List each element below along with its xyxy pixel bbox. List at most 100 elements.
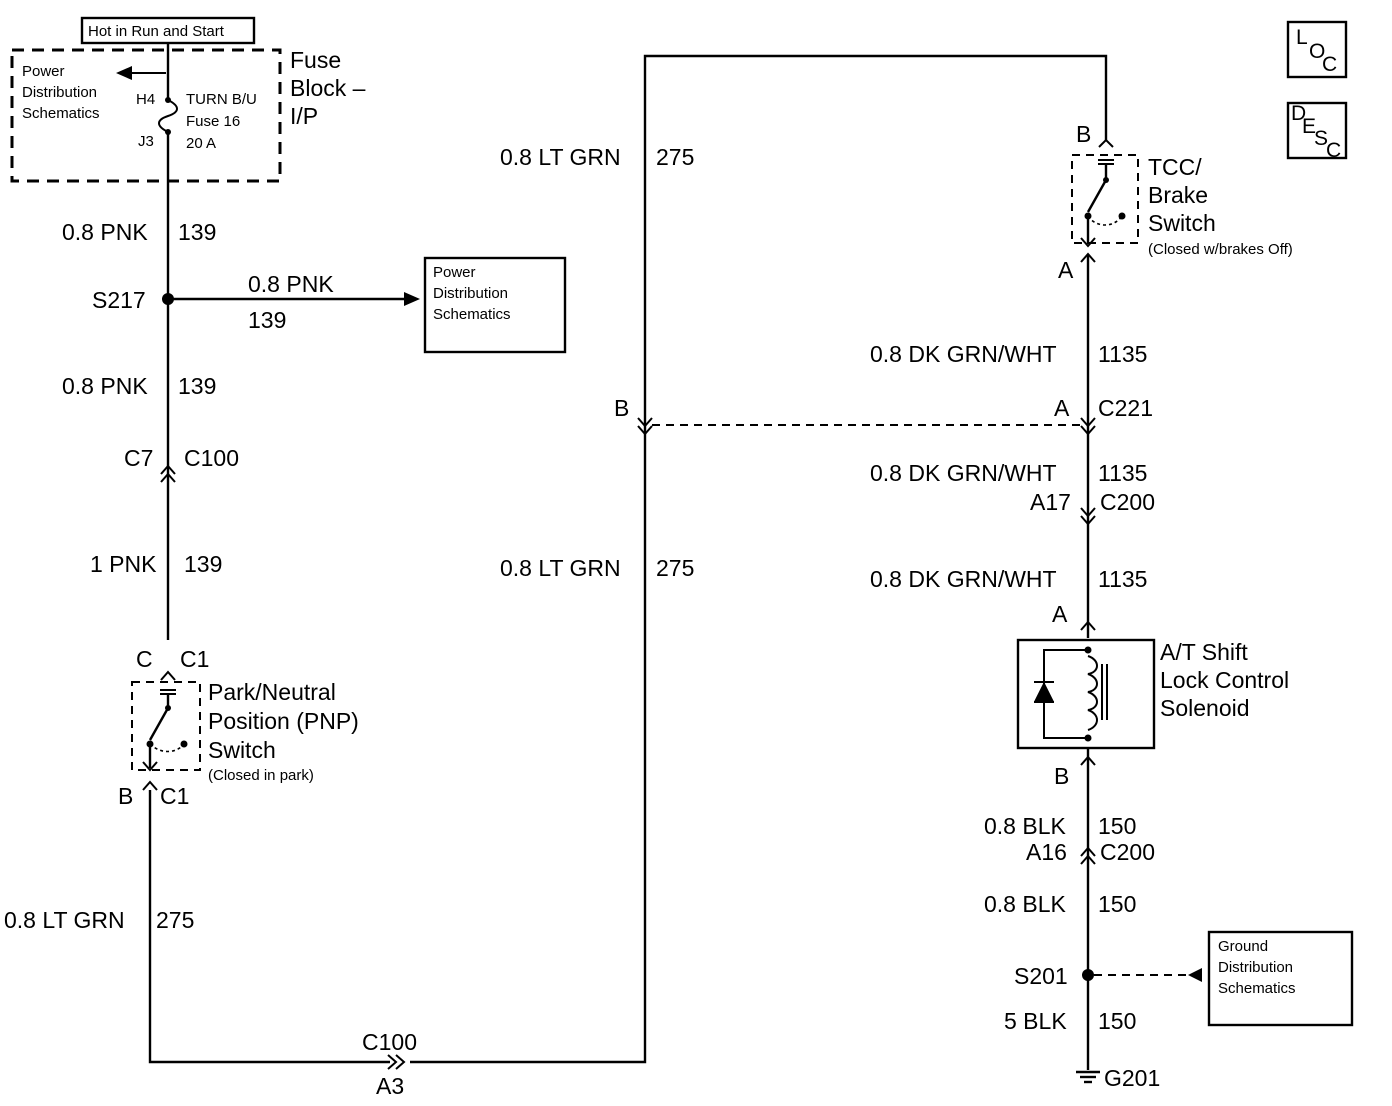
right-wire: 0.8 DK GRN/WHT 1135 A C221 0.8 DK GRN/WH… [870,254,1155,638]
svg-text:139: 139 [178,219,216,245]
connector-c200-icon [1080,507,1096,526]
svg-text:C: C [136,646,153,672]
svg-text:C100: C100 [184,445,239,471]
svg-text:S: S [1314,127,1328,150]
svg-text:E: E [1302,115,1316,138]
svg-text:150: 150 [1098,891,1136,917]
switch-blade-icon [148,707,170,741]
svg-text:Solenoid: Solenoid [1160,695,1250,721]
svg-text:A16: A16 [1026,839,1067,865]
svg-text:J3: J3 [138,133,154,150]
left-wire: 0.8 PNK 139 S217 0.8 PNK 139 0.8 PNK 139… [62,43,420,640]
svg-text:(Closed w/brakes Off): (Closed w/brakes Off) [1148,241,1293,258]
svg-text:1 PNK: 1 PNK [90,551,157,577]
desc-icon[interactable]: D E S C [1286,101,1348,162]
svg-text:1135: 1135 [1098,460,1147,486]
svg-text:Distribution: Distribution [1218,959,1293,976]
svg-text:A: A [1052,601,1068,627]
svg-text:O: O [1309,40,1325,63]
svg-text:0.8 PNK: 0.8 PNK [62,219,148,245]
svg-text:Distribution: Distribution [22,84,97,101]
hot-label-box: Hot in Run and Start [80,16,256,45]
tcc-switch-blade-icon [1086,179,1108,213]
right-bottom-wire: B 0.8 BLK 150 A16 C200 0.8 BLK 150 S201 … [984,748,1202,1091]
svg-text:TCC/: TCC/ [1148,154,1202,180]
svg-text:275: 275 [656,144,694,170]
svg-text:A: A [1058,257,1074,283]
svg-text:Schematics: Schematics [1218,980,1296,997]
svg-text:1135: 1135 [1098,341,1147,367]
connector-c100-bottom-icon [387,1054,406,1070]
svg-text:A3: A3 [376,1073,404,1099]
svg-text:B: B [614,395,629,421]
ground-arrow-icon [1188,968,1202,982]
svg-text:0.8 BLK: 0.8 BLK [984,813,1066,839]
svg-text:(Closed in park): (Closed in park) [208,767,314,784]
svg-text:139: 139 [248,307,286,333]
connector-c100-icon [160,464,176,483]
branch-arrow-icon [404,292,420,306]
svg-text:5 BLK: 5 BLK [1004,1008,1067,1034]
svg-text:D: D [1291,102,1306,125]
svg-text:Lock Control: Lock Control [1160,667,1289,693]
ground-distribution-box[interactable]: Ground Distribution Schematics [1207,930,1354,1027]
svg-text:Brake: Brake [1148,182,1208,208]
svg-text:20 A: 20 A [186,135,216,152]
svg-text:139: 139 [178,373,216,399]
connector-c221-icon [1080,417,1096,436]
svg-text:Switch: Switch [1148,210,1216,236]
svg-text:A: A [1054,395,1070,421]
connector-c200-bottom-icon [1080,846,1096,865]
svg-text:Block –: Block – [290,75,366,101]
svg-text:0.8 DK GRN/WHT: 0.8 DK GRN/WHT [870,460,1057,486]
svg-text:B: B [1054,763,1069,789]
loc-icon[interactable]: L O C [1286,20,1348,79]
svg-text:S201: S201 [1014,963,1068,989]
svg-text:1135: 1135 [1098,566,1147,592]
svg-text:Distribution: Distribution [433,285,508,302]
svg-text:Fuse 16: Fuse 16 [186,113,240,130]
svg-text:B: B [118,783,133,809]
svg-text:L: L [1296,26,1308,49]
fuse-icon [158,99,178,133]
svg-text:0.8 DK GRN/WHT: 0.8 DK GRN/WHT [870,341,1057,367]
svg-text:150: 150 [1098,813,1136,839]
svg-text:C7: C7 [124,445,153,471]
splice-s201-icon [1082,969,1094,981]
tcc-brake-switch: B TCC/ Brake Switch (Closed w/brakes Off… [1058,121,1293,283]
svg-text:C100: C100 [362,1029,417,1055]
svg-text:0.8 LT GRN: 0.8 LT GRN [500,144,621,170]
shift-lock-solenoid: A/T Shift Lock Control Solenoid [1016,638,1289,750]
svg-text:Ground: Ground [1218,938,1268,955]
left-bottom-wire: 0.8 LT GRN 275 C100 A3 [4,54,1108,1099]
svg-text:S217: S217 [92,287,146,313]
svg-text:150: 150 [1098,1008,1136,1034]
svg-text:Power: Power [433,264,476,281]
svg-text:G201: G201 [1104,1065,1160,1091]
svg-text:0.8 BLK: 0.8 BLK [984,891,1066,917]
svg-text:A/T Shift: A/T Shift [1160,639,1248,665]
svg-text:0.8 LT GRN: 0.8 LT GRN [4,907,125,933]
svg-text:C1: C1 [160,783,189,809]
svg-text:Fuse: Fuse [290,47,341,73]
svg-text:A17: A17 [1030,489,1071,515]
svg-text:Switch: Switch [208,737,276,763]
svg-text:275: 275 [156,907,194,933]
svg-text:Hot in Run and Start: Hot in Run and Start [88,23,225,40]
svg-text:Schematics: Schematics [22,105,100,122]
pnp-switch: C C1 Park/Neutral Position (PNP) Switch … [118,646,359,809]
svg-text:TURN B/U: TURN B/U [186,91,257,108]
svg-text:139: 139 [184,551,222,577]
svg-text:Schematics: Schematics [433,306,511,323]
svg-text:C: C [1326,139,1341,162]
power-distribution-box[interactable]: Power Distribution Schematics [423,256,567,354]
coil-icon [1087,655,1098,731]
svg-text:I/P: I/P [290,103,318,129]
svg-text:0.8 PNK: 0.8 PNK [62,373,148,399]
ground-icon [1076,1070,1100,1084]
svg-text:C: C [1322,53,1337,76]
svg-text:H4: H4 [136,91,155,108]
svg-text:Position (PNP): Position (PNP) [208,708,359,734]
svg-text:C200: C200 [1100,489,1155,515]
